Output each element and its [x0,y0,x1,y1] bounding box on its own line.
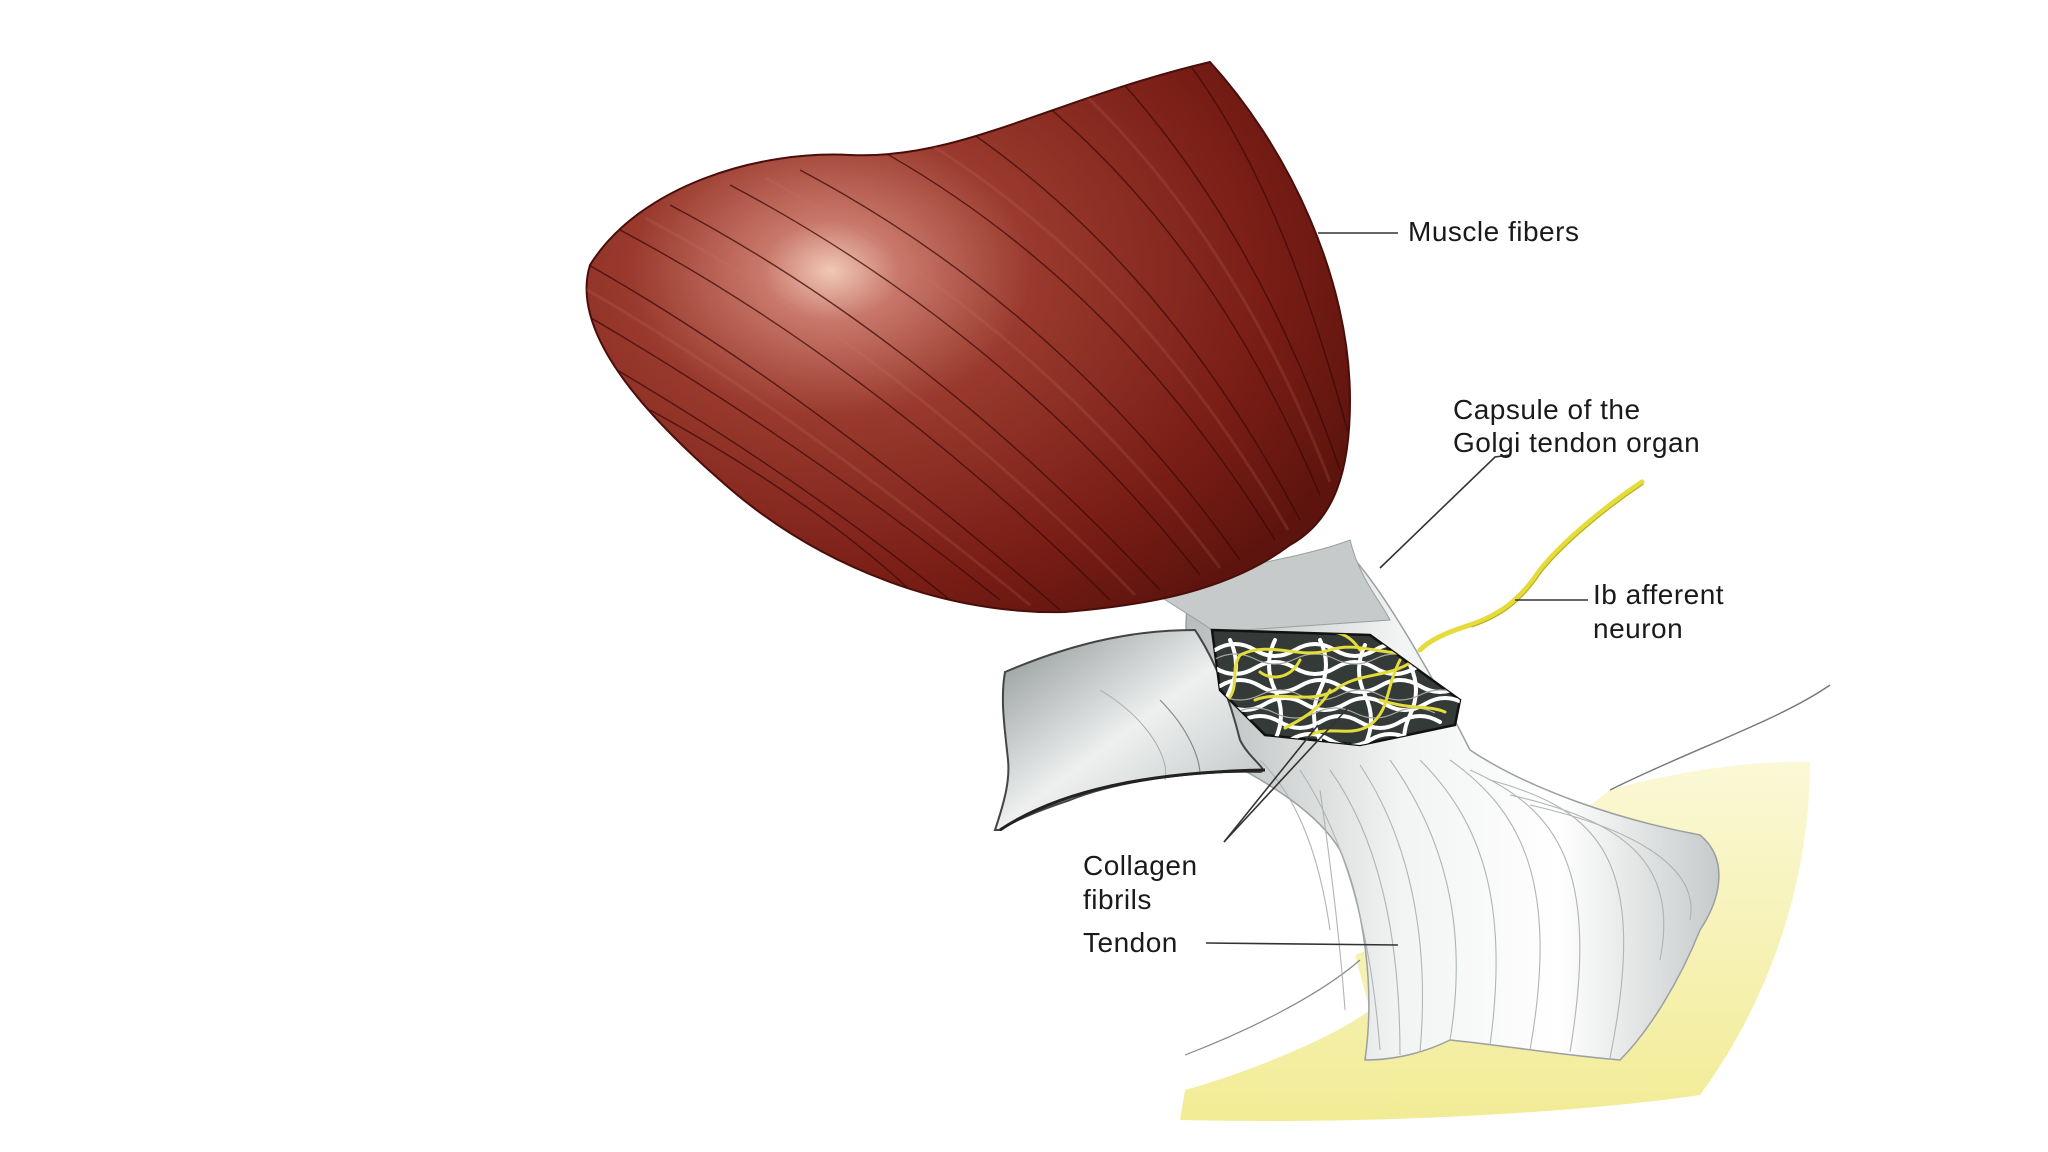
label-muscle-fibers: Muscle fibers [1408,216,1579,247]
label-afferent-line2: neuron [1593,613,1683,644]
ib-afferent-neuron [1417,479,1645,653]
label-tendon: Tendon [1083,927,1178,958]
capsule-window [1210,628,1462,747]
capsule-leader [1379,454,1511,569]
label-collagen-line2: fibrils [1083,884,1152,915]
label-capsule-line2: Golgi tendon organ [1453,427,1700,458]
collagen-leader-2 [1223,707,1349,843]
capsule-flap [993,628,1266,832]
label-afferent-line1: Ib afferent [1593,579,1724,610]
muscle-belly [585,60,1352,614]
tendon-leader [1205,942,1399,946]
muscle-fiber-striations [586,64,1350,611]
collagen-leader [1223,724,1319,843]
label-capsule-line1: Capsule of the [1453,394,1641,425]
label-collagen-line1: Collagen [1083,850,1198,881]
